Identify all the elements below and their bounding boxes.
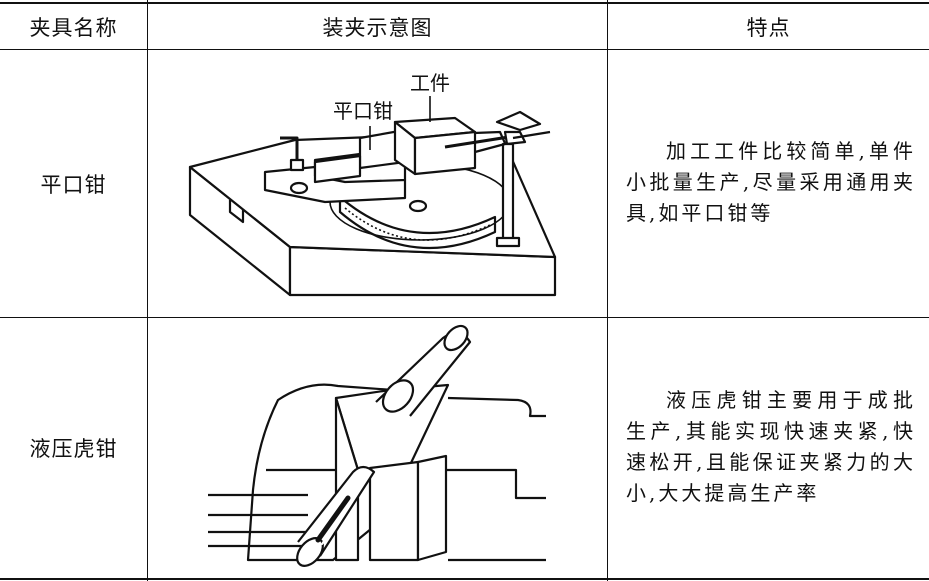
cutter-arm [444,134,516,149]
header-diagram: 装夹示意图 [322,15,433,40]
flat-vise-diagram: 工件 平口钳 [188,71,557,297]
workpiece-side [413,130,477,176]
col-divider-1 [147,0,148,581]
header-features: 特点 [746,15,791,40]
table-bottom-rule [0,578,929,580]
t-slot [228,200,245,224]
stand-post [501,142,515,246]
moving-jaw [368,460,420,562]
hydraulic-vise-diagram [208,324,546,567]
col-divider-2 [607,0,608,581]
row-divider [0,317,929,318]
right-body [447,396,546,562]
label-vise: 平口钳 [333,99,393,123]
header-name: 夹具名称 [29,15,118,40]
guide-rails [208,493,308,548]
row-1-name: 平口钳 [40,172,107,197]
header-bottom-rule [0,49,929,50]
row-1-features: 加工工件比较简单,单件小批量生产,尽量采用通用夹具,如平口钳等 [626,139,916,225]
table-top-rule [0,2,929,4]
label-workpiece: 工件 [410,71,450,95]
row-2-name: 液压虎钳 [29,437,118,461]
vise-handle [280,136,299,162]
row-2-features: 液压虎钳主要用于成批生产,其能实现快速夹紧,快速松开,且能保证夹紧力的大小,大大… [626,388,916,505]
